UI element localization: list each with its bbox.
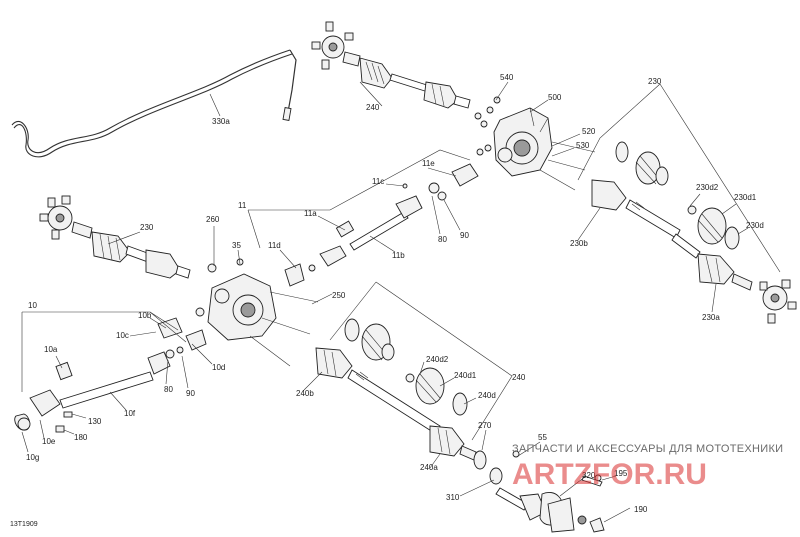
callout-35: 35	[232, 241, 241, 250]
callout-240d1: 240d1	[454, 371, 477, 380]
callout-330a: 330a	[212, 117, 230, 126]
callout-240d2: 240d2	[426, 355, 449, 364]
wheel-hub-top	[311, 21, 354, 70]
bolts-540	[474, 96, 501, 128]
callout-80-lower: 80	[164, 385, 173, 394]
watermark-caption: ЗАПЧАСТИ И АКСЕССУАРЫ ДЛЯ МОТОТЕХНИКИ	[512, 443, 783, 455]
watermark: ЗАПЧАСТИ И АКСЕССУАРЫ ДЛЯ МОТОТЕХНИКИ AR…	[512, 443, 783, 491]
callout-55: 55	[538, 433, 547, 442]
leader-lines	[21, 81, 781, 523]
callout-10e: 10e	[42, 437, 56, 446]
callout-10f: 10f	[124, 409, 136, 418]
callout-10d: 10d	[212, 363, 225, 372]
callout-11e: 11e	[422, 159, 435, 168]
callout-260: 260	[206, 215, 220, 224]
callout-10: 10	[28, 301, 37, 310]
callout-11d: 11d	[268, 241, 281, 250]
drive-shaft-230-right	[591, 141, 797, 324]
callout-500: 500	[548, 93, 562, 102]
callout-11b: 11b	[392, 251, 405, 260]
callout-530: 530	[576, 141, 590, 150]
callout-230d1: 230d1	[734, 193, 757, 202]
callout-90-upper: 90	[460, 231, 469, 240]
callout-10a: 10a	[44, 345, 58, 354]
wheel-hub-right	[759, 279, 797, 324]
callout-190: 190	[634, 505, 648, 514]
callout-10b: 10b	[138, 311, 152, 320]
drive-shaft-240-bottom	[315, 318, 487, 470]
callout-240-bottom: 240	[512, 373, 526, 382]
callout-11a: 11a	[304, 209, 317, 218]
callout-230b: 230b	[570, 239, 588, 248]
callout-10g: 10g	[26, 453, 39, 462]
callout-540: 540	[500, 73, 514, 82]
callout-240a: 240a	[420, 463, 438, 472]
callout-195: 195	[614, 469, 628, 478]
wheel-hub-left	[39, 195, 73, 240]
callout-230-top: 230	[648, 77, 662, 86]
callout-11c: 11c	[372, 177, 384, 186]
callout-90-lower: 90	[186, 389, 195, 398]
callout-230d: 230d	[746, 221, 764, 230]
callout-11: 11	[238, 201, 247, 210]
callout-310: 310	[446, 493, 460, 502]
callout-250: 250	[332, 291, 346, 300]
callout-80-upper: 80	[438, 235, 447, 244]
callout-240-top: 240	[366, 103, 380, 112]
prop-shaft-11	[284, 163, 479, 287]
watermark-logo: ARTZFOR.RU	[512, 458, 707, 491]
callout-270: 270	[478, 421, 492, 430]
diagram-code: 13T1909	[10, 521, 38, 528]
rear-hub-parts	[489, 450, 605, 533]
rear-differential	[195, 258, 319, 367]
callout-labels: 10 10a 10b 10c 10d 10e 10f 10g 11 11a 11…	[26, 73, 764, 514]
front-differential-500	[476, 107, 596, 191]
callout-240d: 240d	[478, 391, 496, 400]
drive-shaft-230-left	[39, 195, 191, 279]
callout-230d2: 230d2	[696, 183, 719, 192]
callout-180: 180	[74, 433, 88, 442]
cable-330a	[11, 49, 297, 158]
callout-230-left: 230	[140, 223, 154, 232]
callout-240b: 240b	[296, 389, 314, 398]
callout-10c: 10c	[116, 331, 129, 340]
prop-shaft-10	[14, 317, 207, 433]
callout-130: 130	[88, 417, 102, 426]
drive-shaft-240-top	[311, 21, 471, 109]
callout-520: 520	[582, 127, 596, 136]
callout-320: 320	[582, 471, 596, 480]
callout-230a: 230a	[702, 313, 720, 322]
